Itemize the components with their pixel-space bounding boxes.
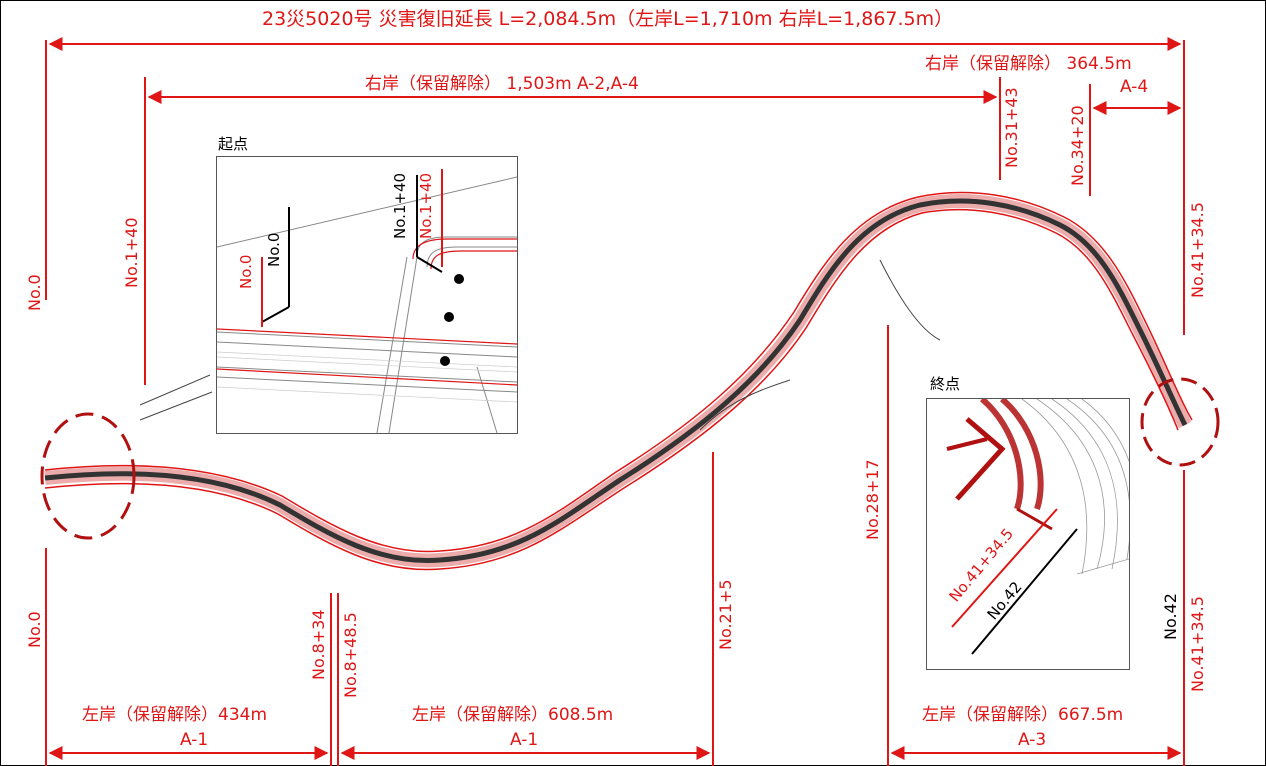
station-no31-43: No.31+43 bbox=[1002, 87, 1021, 168]
inset-start-drawing bbox=[217, 169, 517, 433]
inset-start-red-no1-40: No.1+40 bbox=[417, 172, 435, 239]
inset-end: No.41+34.5 No.42 bbox=[926, 398, 1130, 670]
left-bank-span-a-label: 左岸（保留解除）434m bbox=[82, 705, 268, 725]
left-bank-span-c-sub: A-3 bbox=[1018, 730, 1047, 750]
right-bank-span-label: 右岸（保留解除） 1,503m A-2,A-4 bbox=[365, 74, 639, 94]
end-circle bbox=[1140, 377, 1220, 467]
inset-end-drawing bbox=[946, 399, 1129, 655]
right-bank-end-span-sub: A-4 bbox=[1120, 77, 1149, 97]
station-no8-48-5: No.8+48.5 bbox=[341, 612, 360, 698]
left-bank-span-c-label: 左岸（保留解除）667.5m bbox=[922, 705, 1124, 725]
inset-start: No.0 No.0 No.1+40 No.1+40 bbox=[216, 156, 518, 434]
inset-start-black-no1-40: No.1+40 bbox=[391, 172, 409, 239]
right-bank-end-span-label: 右岸（保留解除） 364.5m bbox=[925, 54, 1132, 74]
station-no0-top: No.0 bbox=[25, 274, 44, 311]
inset-end-title: 終点 bbox=[930, 375, 961, 393]
river-channel bbox=[44, 191, 1193, 571]
station-no34-20: No.34+20 bbox=[1068, 105, 1087, 186]
station-no21-5: No.21+5 bbox=[716, 579, 735, 650]
station-no1-40: No.1+40 bbox=[122, 217, 141, 288]
inset-start-title: 起点 bbox=[218, 135, 249, 153]
left-bank-span-b-sub: A-1 bbox=[510, 730, 539, 750]
start-circle bbox=[40, 412, 136, 540]
station-no42: No.42 bbox=[1161, 593, 1180, 640]
station-no0-bottom: No.0 bbox=[25, 611, 44, 648]
station-no28-17: No.28+17 bbox=[863, 459, 882, 540]
left-bank-span-a-sub: A-1 bbox=[180, 730, 209, 750]
station-no41-34-5-bottom: No.41+34.5 bbox=[1188, 596, 1207, 692]
inset-start-red-no0: No.0 bbox=[237, 254, 255, 289]
station-no8-34: No.8+34 bbox=[309, 609, 328, 680]
drawing-title: 23災5020号 災害復旧延長 L=2,084.5m（左岸L=1,710m 右岸… bbox=[262, 8, 954, 30]
left-bank-span-b-label: 左岸（保留解除）608.5m bbox=[412, 705, 614, 725]
station-no41-34-5-top: No.41+34.5 bbox=[1188, 202, 1207, 298]
inset-start-black-no0: No.0 bbox=[265, 232, 283, 267]
